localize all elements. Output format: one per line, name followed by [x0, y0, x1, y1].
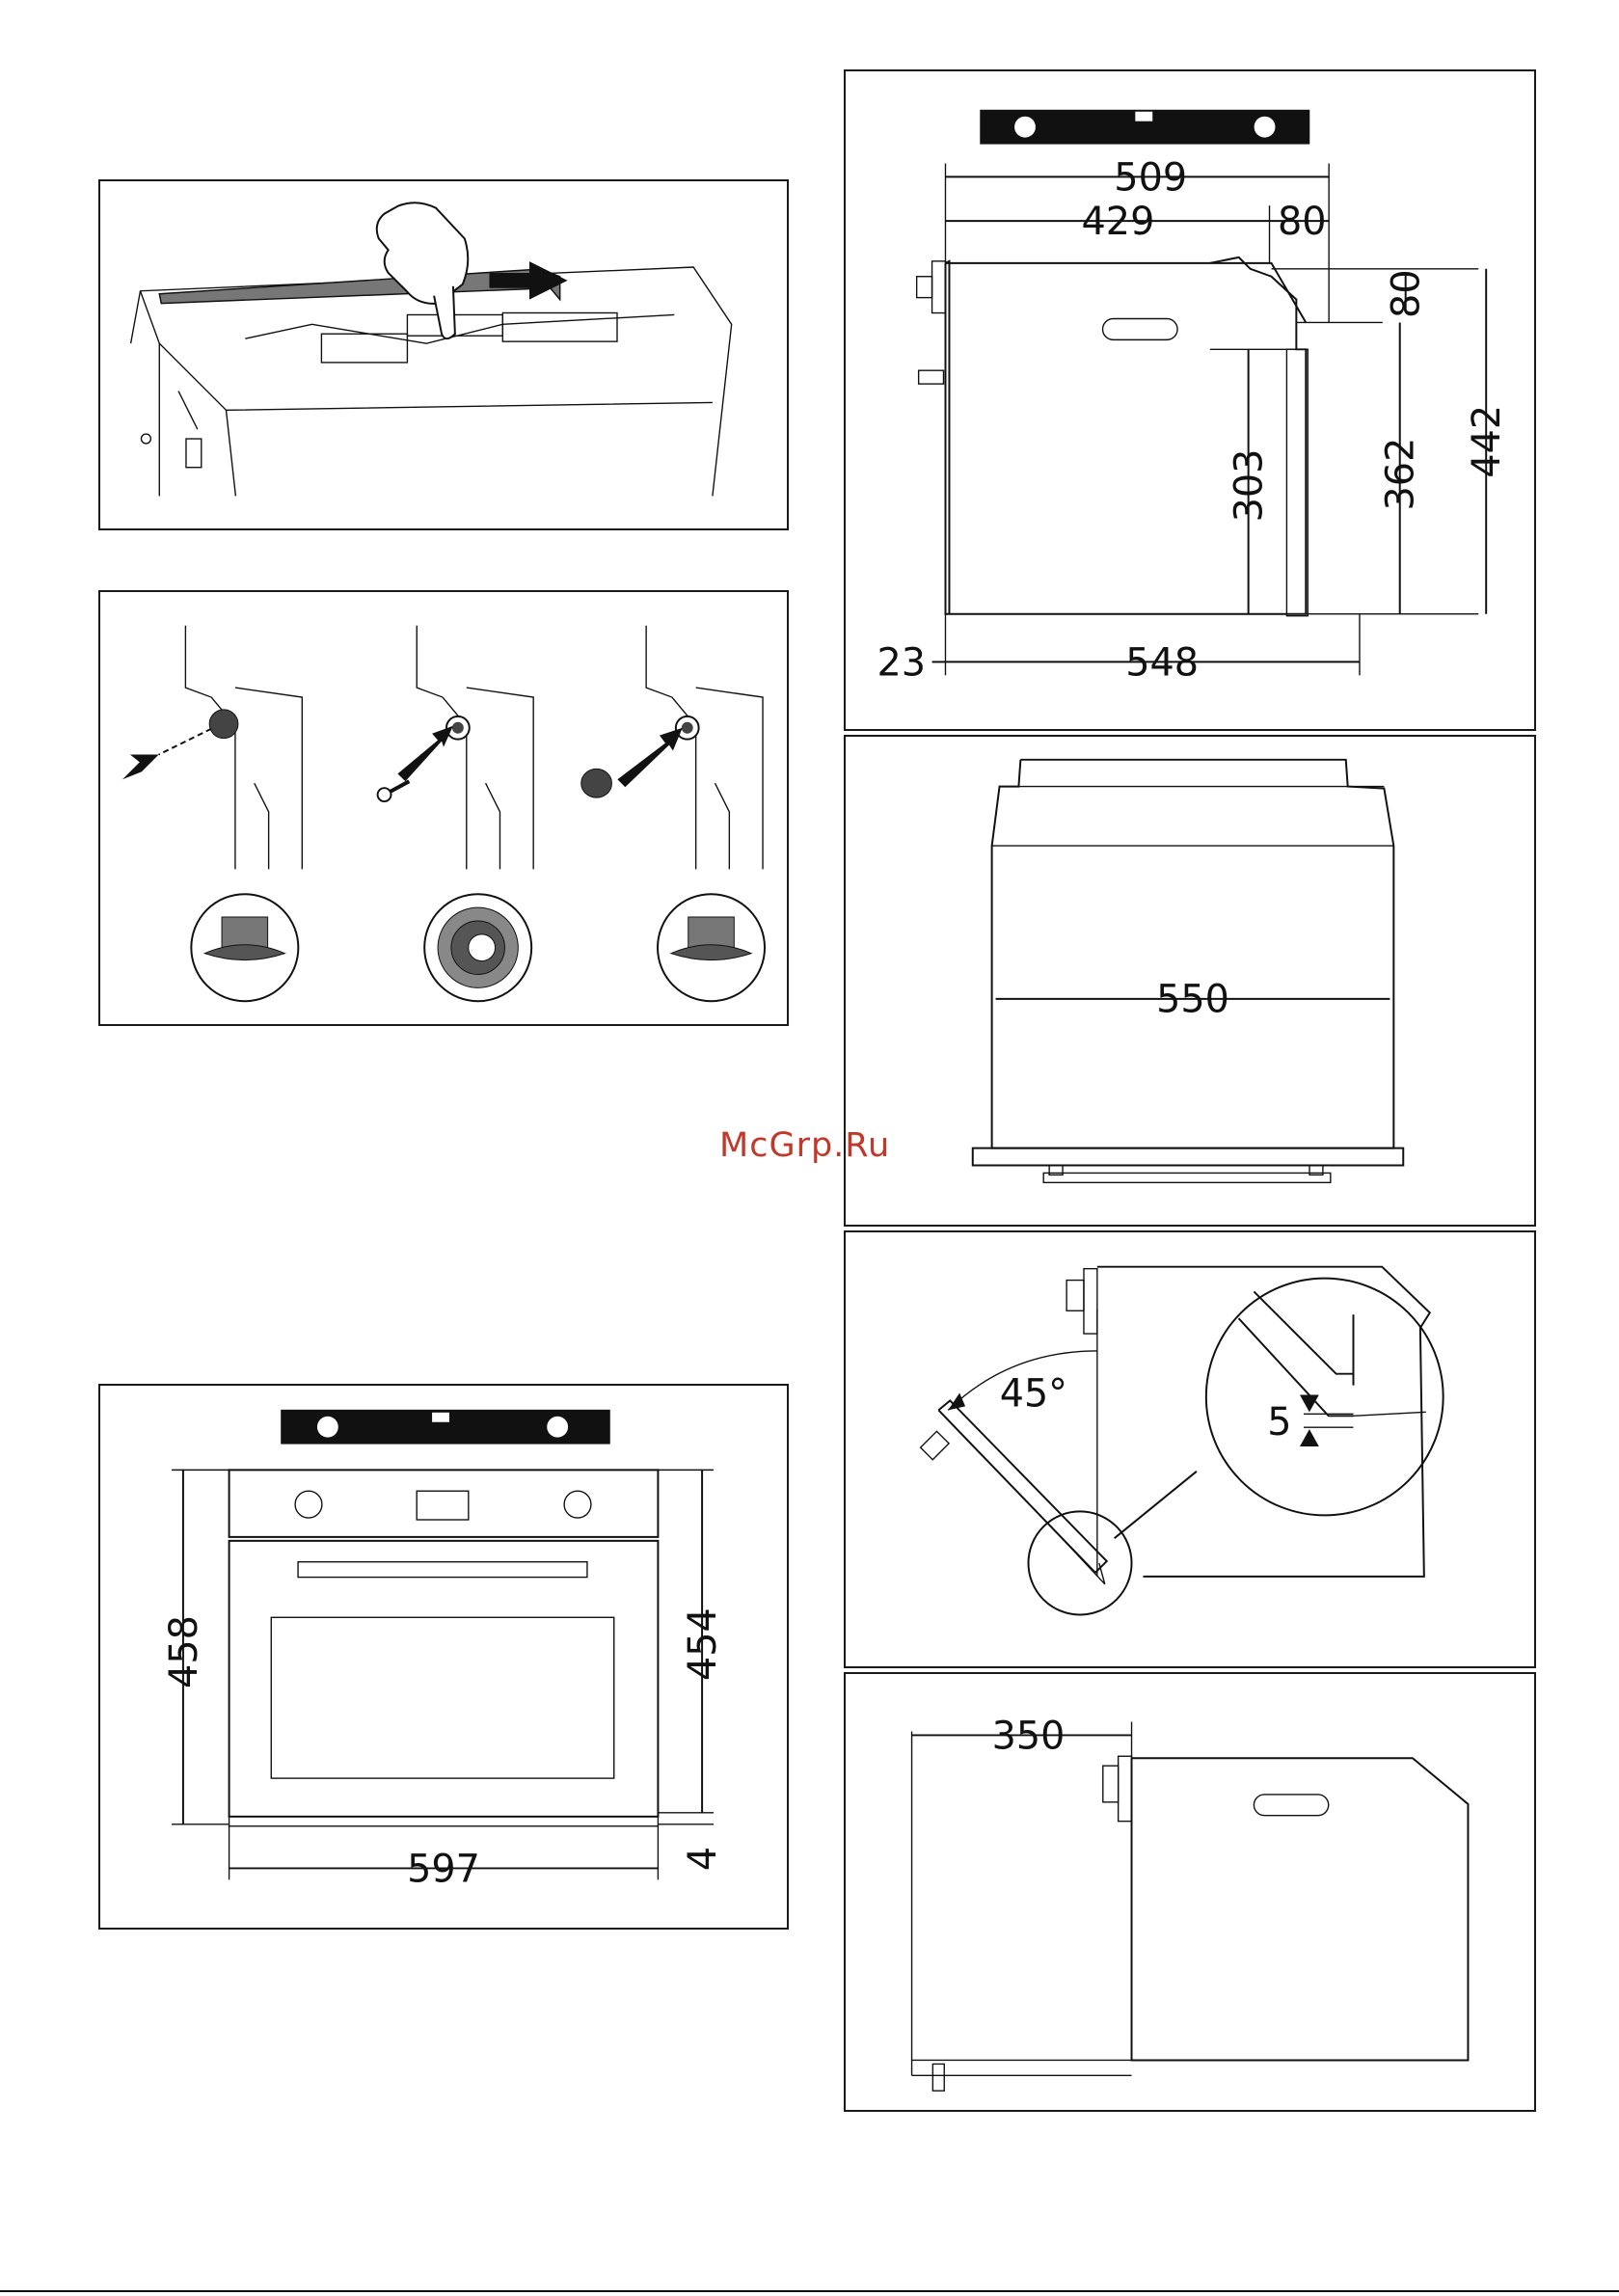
spirit-level-icon [980, 110, 1309, 145]
dim-454: 454 [681, 1607, 725, 1681]
panel-side-view: 509 429 80 80 303 362 442 23 548 [844, 69, 1536, 731]
footer-rule [0, 2290, 1619, 2292]
arrow-in-icon [397, 726, 452, 781]
dim-350: 350 [992, 1714, 1066, 1758]
arrow-in-icon-2 [617, 728, 682, 787]
dim-548: 548 [1125, 640, 1199, 685]
watermark: McGrp.Ru [719, 1126, 890, 1165]
panel-clearance: 350 [844, 1672, 1536, 2112]
front-view-diagram: 458 454 4 597 [100, 1386, 787, 1928]
dim-597: 597 [407, 1847, 480, 1891]
screw-icon [378, 781, 410, 801]
spirit-level-icon [281, 1410, 610, 1445]
hand-pointer-icon [377, 203, 469, 338]
side-view-diagram: 509 429 80 80 303 362 442 23 548 [846, 71, 1534, 729]
arrow-out-icon [122, 754, 159, 779]
dim-509: 509 [1114, 155, 1187, 200]
gap-value: 5 [1267, 1400, 1291, 1445]
fixing-steps-illustration [100, 592, 787, 1024]
dim-550: 550 [1156, 978, 1229, 1022]
dim-362: 362 [1379, 438, 1423, 511]
dim-458: 458 [162, 1615, 206, 1688]
strip-removal-illustration [100, 181, 787, 528]
tilt-angle: 45° [1000, 1371, 1067, 1416]
dim-23: 23 [877, 640, 926, 685]
panel-front-view: 458 454 4 597 [98, 1384, 789, 1930]
top-view-diagram: 550 [846, 737, 1534, 1225]
dim-80-horizontal: 80 [1278, 200, 1327, 244]
panel-door-tilt: 45° 5 [844, 1230, 1536, 1668]
panel-top-view: 550 [844, 735, 1536, 1227]
door-tilt-diagram: 45° 5 [846, 1232, 1534, 1666]
cap-icon [191, 894, 298, 1001]
dim-303: 303 [1228, 449, 1272, 523]
panel-fixing-steps [98, 590, 789, 1026]
dim-442: 442 [1465, 405, 1509, 478]
dim-429: 429 [1081, 200, 1154, 244]
panel-remove-strip [98, 179, 789, 530]
dim-80-vertical: 80 [1385, 269, 1429, 318]
dim-4: 4 [681, 1847, 725, 1871]
clearance-diagram: 350 [846, 1674, 1534, 2110]
